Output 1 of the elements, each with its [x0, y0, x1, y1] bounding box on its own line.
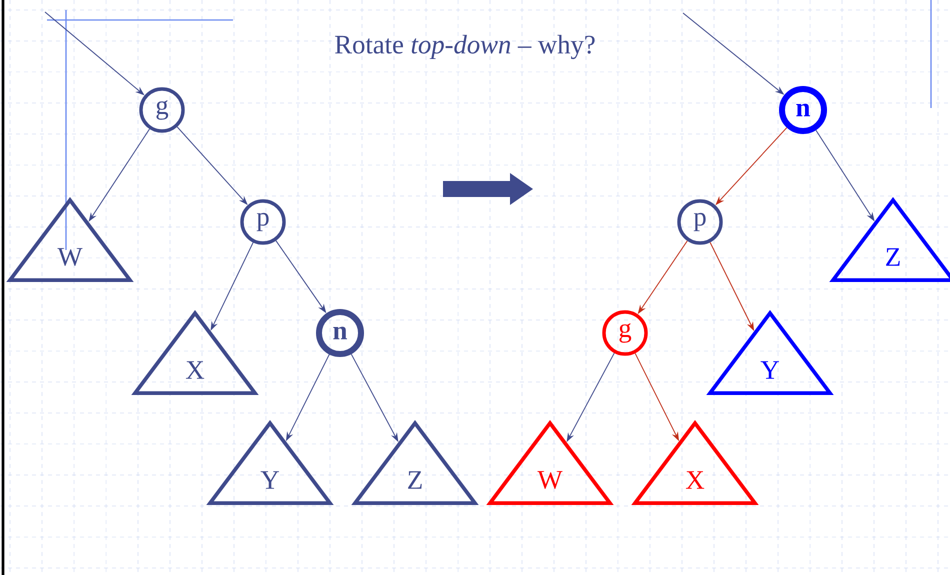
heading-text: Rotate top-down – why? — [335, 34, 595, 60]
